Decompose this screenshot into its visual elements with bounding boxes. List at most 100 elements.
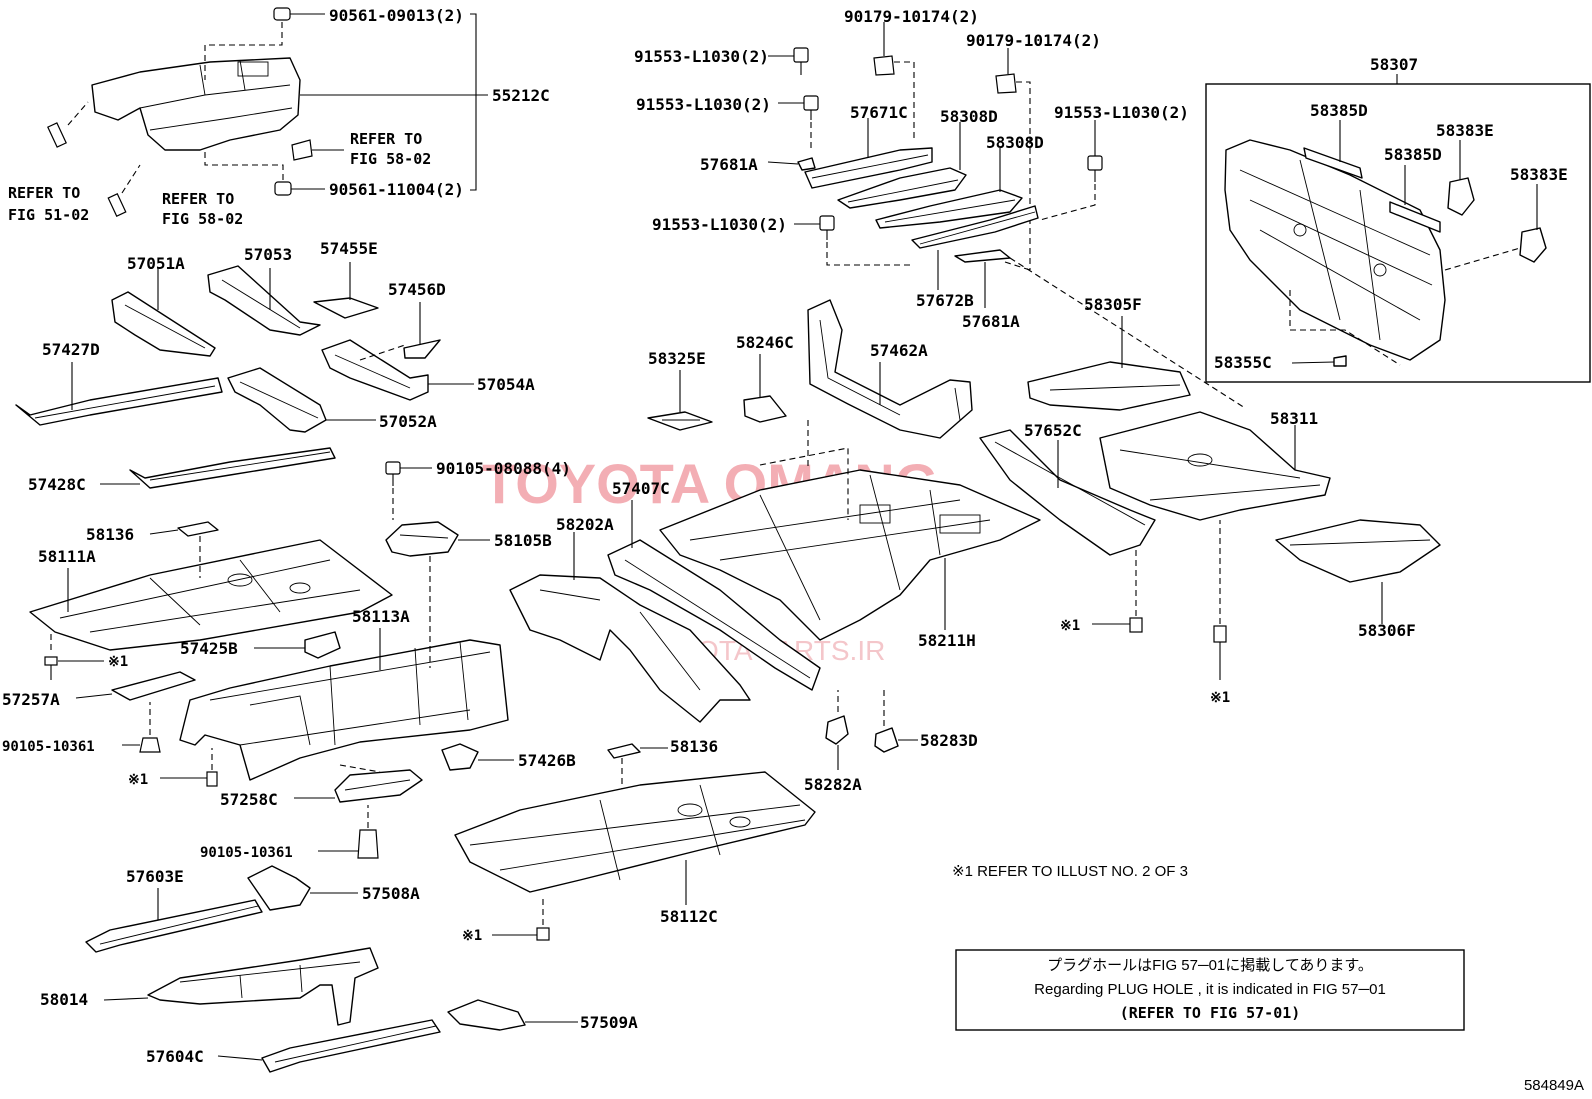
label-x1-c: ※1 [462, 928, 482, 944]
part-57671C[interactable] [804, 147, 933, 189]
label-90179-a: 90179-10174(2) [844, 7, 979, 26]
bolt-refer-51-02[interactable] [47, 101, 89, 148]
label-57407C: 57407C [612, 479, 670, 498]
bolt-90105-10361-a[interactable] [122, 702, 161, 753]
part-58385D-b[interactable] [1389, 201, 1441, 233]
note-plug-hole-en: Regarding PLUG HOLE , it is indicated in… [1034, 981, 1386, 998]
bolt-91553-a[interactable] [768, 47, 809, 75]
label-refer-58-02-b-line1: REFER TO [162, 190, 234, 208]
part-58113A[interactable] [179, 639, 509, 781]
label-58136-a: 58136 [86, 525, 134, 544]
part-57426B[interactable] [441, 743, 479, 771]
part-58305F[interactable] [1027, 361, 1191, 411]
part-58385D-a[interactable] [1303, 147, 1363, 179]
label-57428C: 57428C [28, 475, 86, 494]
bolt-refer-58-02[interactable] [107, 164, 141, 217]
part-58383E-b[interactable] [1519, 227, 1547, 263]
label-57257A: 57257A [2, 690, 60, 709]
bracket-55212C [300, 13, 488, 191]
label-57603E: 57603E [126, 867, 184, 886]
part-58307-panel[interactable] [1224, 139, 1446, 361]
label-90105-08088: 90105-08088(4) [436, 459, 571, 478]
label-58282A: 58282A [804, 775, 862, 794]
part-57672B[interactable] [911, 205, 1039, 249]
label-58308D-b: 58308D [986, 133, 1044, 152]
part-57054A[interactable] [321, 339, 429, 401]
part-58308D-a[interactable] [837, 167, 967, 209]
bolt-58112C-x1[interactable] [492, 895, 550, 941]
part-57051A[interactable] [111, 291, 216, 357]
part-55212C[interactable] [91, 57, 301, 151]
label-57426B: 57426B [518, 751, 576, 770]
label-58211H: 58211H [918, 631, 976, 650]
part-58211H[interactable] [659, 469, 1041, 641]
part-58136-b[interactable] [607, 743, 641, 759]
part-57652C[interactable] [979, 429, 1156, 556]
bolt-90179-a[interactable] [873, 22, 915, 140]
bolt-91553-d[interactable] [794, 215, 1031, 271]
part-58383E-a[interactable] [1447, 177, 1475, 216]
part-57462A[interactable] [807, 299, 973, 439]
part-57603E[interactable] [85, 899, 263, 953]
part-58246C[interactable] [743, 395, 787, 423]
part-57509A[interactable] [447, 999, 526, 1031]
part-58311[interactable] [1099, 411, 1331, 521]
bolt-58113A-x1[interactable] [160, 748, 218, 787]
part-57604C[interactable] [261, 1019, 441, 1073]
part-58308D-b[interactable] [875, 189, 1023, 229]
part-58105B[interactable] [385, 521, 459, 557]
label-91553-a: 91553-L1030(2) [634, 47, 769, 66]
part-58306F[interactable] [1275, 519, 1441, 583]
part-57508A[interactable] [247, 865, 311, 911]
part-58325E[interactable] [647, 411, 713, 431]
part-57427D[interactable] [15, 377, 223, 426]
part-57455E[interactable] [313, 297, 379, 319]
note-box [955, 949, 1465, 1031]
note-plug-hole-jp: プラグホールはFIG 57─01に掲載してあります。 [1047, 957, 1373, 974]
label-refer-51-02-line2: FIG 51-02 [8, 206, 89, 224]
label-58246C: 58246C [736, 333, 794, 352]
clip-refer-58-02[interactable] [291, 139, 344, 161]
part-58112C[interactable] [454, 771, 816, 893]
bolt-90105-10361-b[interactable] [318, 805, 379, 859]
part-57456D[interactable] [403, 339, 441, 359]
part-58283D[interactable] [874, 690, 918, 753]
label-58383E-b: 58383E [1510, 165, 1568, 184]
label-57425B: 57425B [180, 639, 238, 658]
part-58136-a[interactable] [177, 521, 219, 537]
part-57407C[interactable] [607, 539, 821, 691]
label-57053: 57053 [244, 245, 292, 264]
label-90105-10361-b: 90105-10361 [200, 845, 293, 861]
label-55212C: 55212C [492, 86, 550, 105]
bolt-90105-08088[interactable] [385, 461, 432, 520]
bolt-91553-b[interactable] [778, 95, 819, 150]
group-box-58307 [1205, 83, 1591, 383]
part-58014[interactable] [147, 947, 379, 1026]
bolt-57652C-x1[interactable] [1092, 548, 1143, 633]
part-57052A[interactable] [227, 367, 327, 433]
label-58385D-b: 58385D [1384, 145, 1442, 164]
part-58202A[interactable] [509, 574, 751, 723]
bolt-90561-09013[interactable] [204, 7, 325, 80]
part-57681A-b[interactable] [954, 249, 1011, 263]
diagram-code: 584849A [1524, 1077, 1584, 1094]
label-x1-e: ※1 [1210, 690, 1230, 706]
part-57428C[interactable] [129, 447, 336, 489]
part-58111A[interactable] [29, 539, 393, 651]
bolt-58311-x1[interactable] [1213, 520, 1227, 680]
bolt-91553-c[interactable] [1039, 120, 1103, 221]
label-x1-a: ※1 [108, 654, 128, 670]
bolt-90561-11004[interactable] [204, 148, 325, 196]
part-57681A-a[interactable] [797, 157, 816, 171]
part-58355C[interactable] [1333, 355, 1347, 367]
label-57054A: 57054A [477, 375, 535, 394]
part-57053[interactable] [207, 265, 321, 336]
part-57258C[interactable] [334, 769, 423, 803]
part-57425B[interactable] [304, 631, 341, 659]
label-57509A: 57509A [580, 1013, 638, 1032]
bolt-90179-b[interactable] [995, 48, 1031, 270]
part-58282A[interactable] [825, 690, 849, 770]
label-58014: 58014 [40, 990, 88, 1009]
part-57257A[interactable] [111, 671, 196, 701]
bolt-58111A-x1[interactable] [44, 632, 104, 680]
